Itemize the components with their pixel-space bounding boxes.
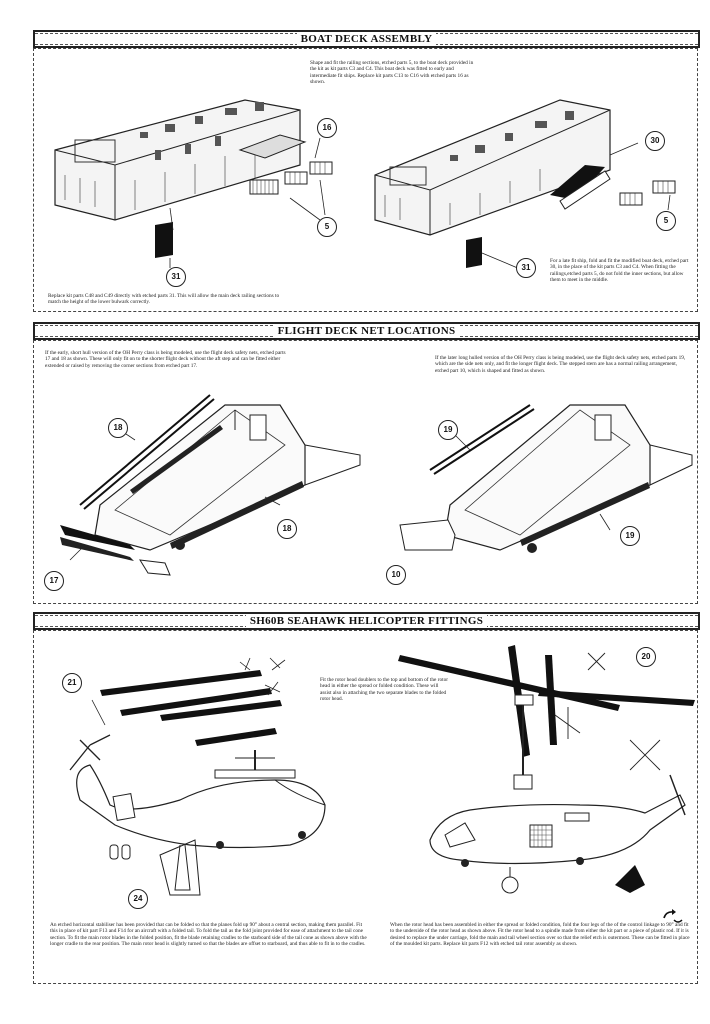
helicopter-left-drawing [69, 657, 326, 896]
callout-18: 18 [108, 418, 128, 438]
heli-bottom-left-note: An etched horizontal stabiliser has been… [50, 922, 367, 948]
callout-31b: 31 [516, 258, 536, 278]
callout-24: 24 [128, 889, 148, 909]
flight-deck-right-drawing [399, 404, 693, 553]
flight-left-note: If the early, short hull version of the … [45, 350, 286, 369]
boat-right-note: For a late fit ship, fold and fit the mo… [550, 258, 689, 284]
callout-30: 30 [645, 131, 665, 151]
flight-right-note: If the later long hulled version of the … [435, 355, 686, 374]
rotation-arrow-icon [663, 909, 683, 923]
callout-10: 10 [386, 565, 406, 585]
callout-19: 19 [438, 420, 458, 440]
callout-19b: 19 [620, 526, 640, 546]
boat-deck-left-drawing [54, 99, 333, 268]
callout-5b: 5 [656, 211, 676, 231]
callout-5: 5 [317, 217, 337, 237]
boat-deck-right-drawing [374, 99, 676, 270]
callout-20: 20 [636, 647, 656, 667]
helicopter-header: SH60B SEAHAWK HELICOPTER FITTINGS [33, 612, 700, 630]
callout-31: 31 [166, 267, 186, 287]
boat-deck-title: BOAT DECK ASSEMBLY [296, 33, 437, 45]
flight-deck-header: FLIGHT DECK NET LOCATIONS [33, 322, 700, 340]
callout-21: 21 [62, 673, 82, 693]
helicopter-panel [33, 630, 698, 984]
boat-deck-header: BOAT DECK ASSEMBLY [33, 30, 700, 48]
boat-top-note: Shape and fit the railing sections, etch… [310, 60, 474, 86]
callout-18b: 18 [277, 519, 297, 539]
heli-bottom-right-note: When the rotor head has been assembled i… [390, 922, 690, 948]
flight-deck-title: FLIGHT DECK NET LOCATIONS [273, 325, 460, 337]
boat-bottom-left-note: Replace kit parts C48 and C49 directly w… [48, 293, 280, 306]
callout-16: 16 [317, 118, 337, 138]
flight-deck-left-drawing [60, 394, 361, 576]
callout-17: 17 [44, 571, 64, 591]
heli-mid-note: Fit the rotor head doublers to the top a… [320, 677, 448, 703]
helicopter-right-drawing [398, 645, 695, 894]
helicopter-title: SH60B SEAHAWK HELICOPTER FITTINGS [245, 615, 488, 627]
boat-deck-panel [33, 48, 698, 312]
flight-deck-panel [33, 340, 698, 604]
